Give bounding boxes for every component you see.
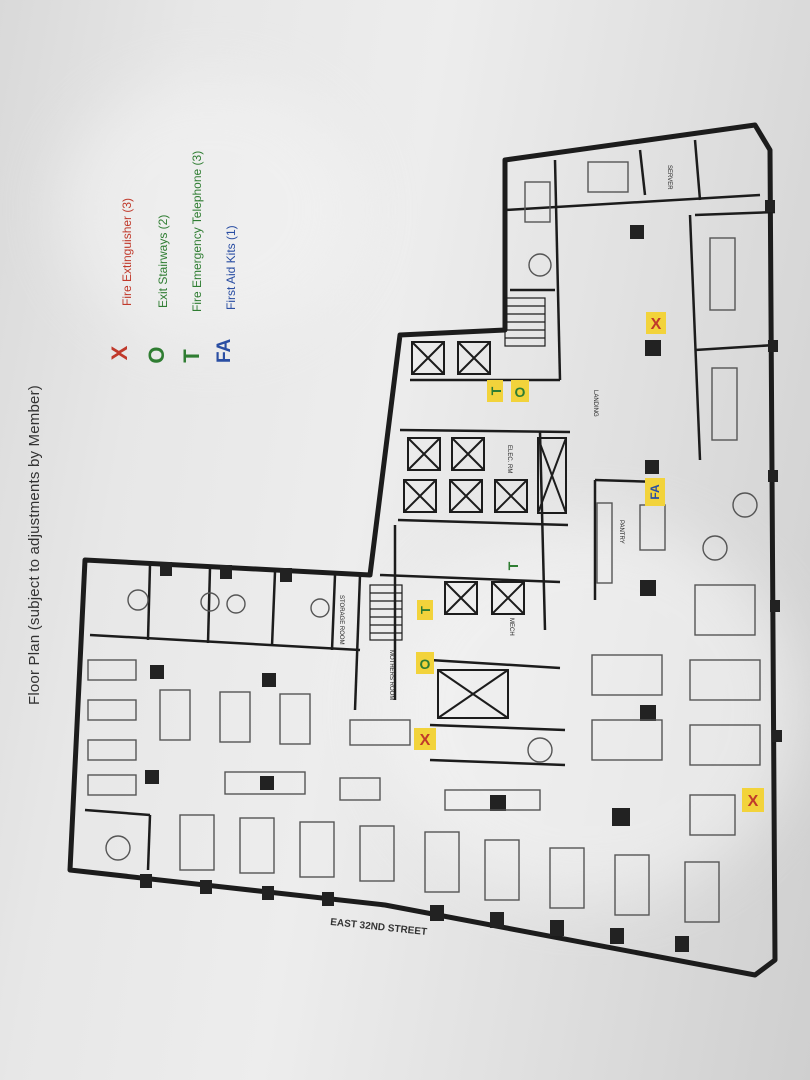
marker-code: T (418, 606, 433, 614)
interior-walls (84, 139, 776, 871)
marker-code: T (505, 561, 521, 570)
marker-exit-stair: O (511, 380, 529, 402)
safety-markers: X T O FA T T O (414, 312, 764, 812)
marker-fire-extinguisher: X (646, 312, 666, 334)
room-label-elec: ELEC. RM (506, 445, 512, 473)
marker-fire-extinguisher: X (414, 728, 436, 750)
marker-first-aid: FA (645, 478, 665, 506)
windows (140, 200, 782, 952)
room-label-landing: LANDING (592, 390, 598, 417)
marker-code: O (515, 384, 526, 400)
room-label-pantry: PANTRY (618, 520, 624, 544)
marker-code: O (420, 656, 431, 672)
elevators (403, 341, 567, 719)
marker-code: X (651, 316, 662, 333)
marker-code: X (420, 732, 431, 749)
room-label-mech: MECH (508, 618, 514, 636)
room-label-mothers: MOTHERS ROOM (388, 650, 394, 700)
marker-code: T (488, 386, 504, 395)
marker-code: X (748, 793, 759, 810)
marker-telephone: T (417, 600, 433, 620)
outer-walls (67, 122, 778, 978)
marker-telephone: T (505, 561, 521, 570)
room-label-storage: STORAGE ROOM (338, 595, 344, 645)
marker-fire-extinguisher: X (742, 788, 764, 812)
stairs (369, 297, 546, 641)
room-label-server: SERVER (666, 165, 672, 190)
marker-code: FA (648, 484, 662, 500)
columns (145, 225, 661, 826)
room-labels: SERVER LANDING PANTRY STORAGE ROOM MOTHE… (338, 165, 672, 700)
desks (87, 161, 761, 923)
marker-exit-stair: O (416, 652, 434, 674)
marker-telephone: T (487, 380, 504, 402)
